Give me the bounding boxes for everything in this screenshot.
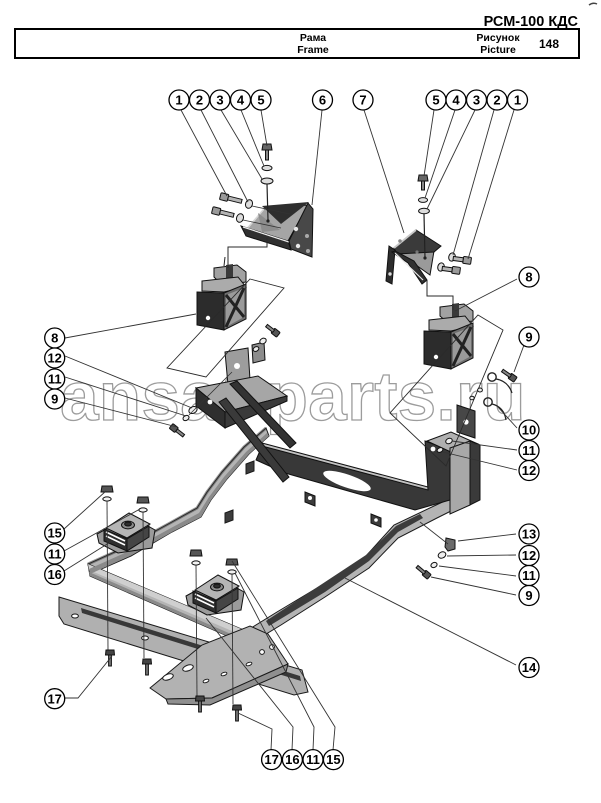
svg-text:12: 12 bbox=[47, 351, 61, 366]
svg-text:10: 10 bbox=[522, 423, 536, 438]
svg-text:17: 17 bbox=[47, 691, 61, 706]
svg-text:11: 11 bbox=[48, 547, 62, 562]
svg-text:ansat-parts.ru: ansat-parts.ru bbox=[60, 358, 526, 435]
svg-text:17: 17 bbox=[264, 752, 278, 767]
svg-text:1: 1 bbox=[175, 93, 182, 108]
svg-text:8: 8 bbox=[525, 270, 532, 285]
svg-text:15: 15 bbox=[326, 752, 340, 767]
svg-text:5: 5 bbox=[432, 93, 439, 108]
svg-text:Frame: Frame bbox=[297, 44, 329, 56]
svg-text:2: 2 bbox=[493, 93, 500, 108]
svg-text:11: 11 bbox=[48, 372, 62, 387]
svg-text:Picture: Picture bbox=[480, 44, 516, 56]
svg-text:16: 16 bbox=[285, 752, 299, 767]
svg-text:Рисунок: Рисунок bbox=[476, 32, 520, 44]
svg-text:3: 3 bbox=[216, 93, 223, 108]
svg-text:5: 5 bbox=[257, 93, 264, 108]
svg-text:16: 16 bbox=[47, 567, 61, 582]
svg-text:7: 7 bbox=[359, 93, 366, 108]
svg-text:9: 9 bbox=[525, 330, 532, 345]
svg-text:11: 11 bbox=[522, 443, 536, 458]
svg-text:11: 11 bbox=[306, 752, 320, 767]
svg-text:3: 3 bbox=[473, 93, 480, 108]
svg-text:4: 4 bbox=[452, 93, 460, 108]
svg-text:15: 15 bbox=[47, 526, 61, 541]
svg-text:13: 13 bbox=[522, 527, 536, 542]
svg-text:11: 11 bbox=[522, 568, 536, 583]
svg-text:РСМ-100 КДС: РСМ-100 КДС bbox=[484, 14, 579, 30]
svg-text:Рама: Рама bbox=[300, 32, 326, 44]
svg-text:4: 4 bbox=[237, 93, 245, 108]
svg-text:12: 12 bbox=[522, 548, 536, 563]
svg-text:2: 2 bbox=[196, 93, 203, 108]
svg-text:1: 1 bbox=[514, 93, 521, 108]
svg-text:14: 14 bbox=[522, 660, 537, 675]
svg-text:12: 12 bbox=[522, 463, 536, 478]
svg-text:9: 9 bbox=[525, 588, 532, 603]
svg-text:8: 8 bbox=[51, 331, 58, 346]
svg-text:9: 9 bbox=[51, 392, 58, 407]
svg-text:148: 148 bbox=[539, 37, 559, 51]
svg-text:6: 6 bbox=[319, 93, 326, 108]
